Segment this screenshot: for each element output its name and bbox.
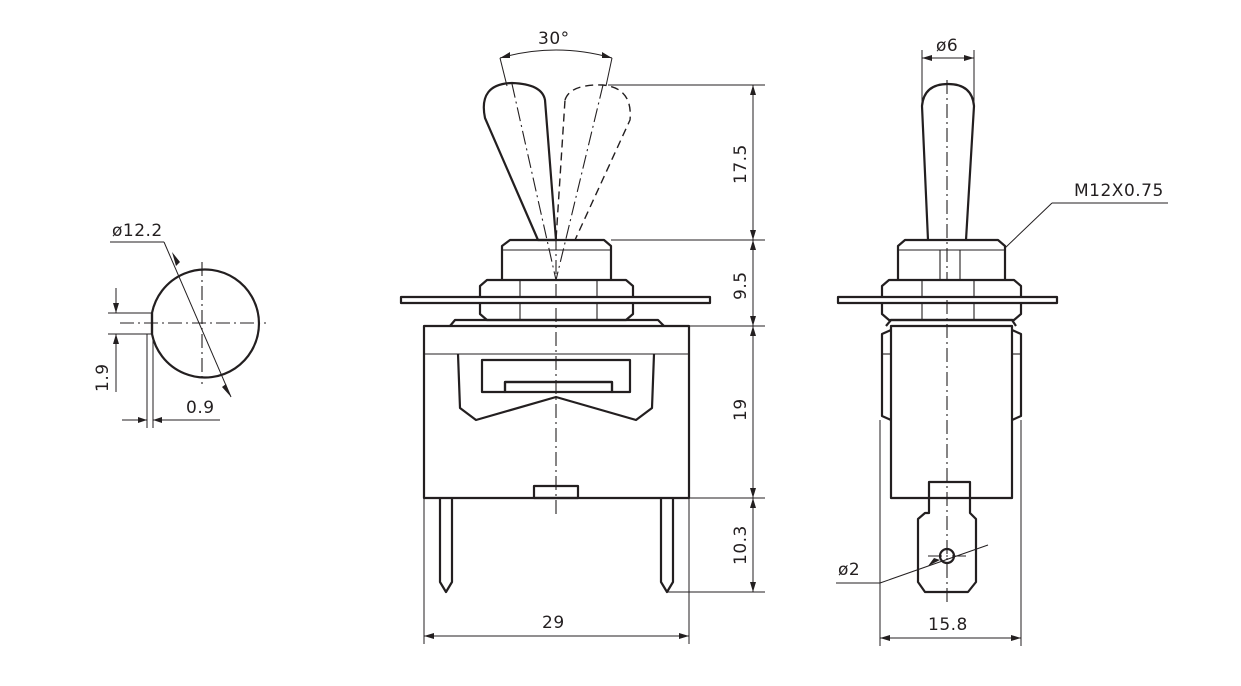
label-dia-12-2: ø12.2 [112, 221, 163, 241]
terminal-right [659, 498, 675, 594]
lever-dashed [555, 84, 631, 241]
arr-29-a [424, 633, 434, 639]
label-10-3: 10.3 [731, 525, 751, 565]
arr-15-8-b [1011, 635, 1021, 641]
lever-axis-1 [511, 83, 557, 281]
side-hex-faces [898, 249, 1005, 280]
arr-15-8-a [880, 635, 890, 641]
dia-arrow-2 [222, 384, 231, 397]
lock-nut-faces [519, 280, 598, 297]
arr-dia2 [928, 558, 940, 566]
side-body [889, 324, 1014, 500]
terminal-left [438, 498, 454, 594]
lever-axis-2 [555, 84, 604, 281]
label-dia-6: ø6 [936, 36, 958, 56]
arr-f [750, 488, 756, 498]
angle-arr-2 [602, 52, 612, 58]
side-terminal [916, 480, 978, 594]
clip-left [880, 328, 892, 422]
label-0-9: 0.9 [186, 398, 215, 418]
side-view: ø6 M12X0.75 ø2 [836, 36, 1168, 646]
side-lower-nut [880, 303, 1023, 322]
arr-h [750, 582, 756, 592]
arr-29-b [679, 633, 689, 639]
thread-leader [1004, 202, 1053, 249]
dia-arrow-1 [172, 252, 180, 266]
arr-a [750, 85, 756, 95]
arr-e [750, 326, 756, 336]
label-thread: M12X0.75 [1074, 181, 1164, 201]
side-lever [920, 82, 976, 241]
lever-solid [482, 81, 558, 242]
label-1-9: 1.9 [93, 363, 113, 392]
top-view-outline [150, 268, 261, 379]
body-window [456, 353, 656, 422]
label-30: 30° [538, 29, 570, 49]
angle-arr-1 [500, 52, 510, 58]
side-body-top [885, 318, 1017, 327]
dia2-leader [879, 544, 989, 584]
lower-nut-faces [519, 303, 598, 320]
arr-b [750, 230, 756, 240]
angle-ext-1 [499, 57, 508, 87]
arr-c [750, 240, 756, 250]
label-29: 29 [542, 613, 565, 633]
arr-0-9-a [138, 417, 147, 423]
front-view: 30° [399, 29, 765, 644]
side-lock-faces [921, 280, 975, 297]
side-lower-faces [921, 303, 975, 320]
side-lock-nut [880, 278, 1023, 297]
label-19: 19 [731, 398, 751, 421]
arr-0-9-b [153, 417, 162, 423]
label-15-8: 15.8 [928, 615, 968, 635]
arr-d [750, 316, 756, 326]
arr-g [750, 498, 756, 508]
label-17-5: 17.5 [731, 144, 751, 184]
angle-arc [499, 49, 613, 59]
arr-1-9-a [113, 303, 119, 313]
label-9-5: 9.5 [731, 271, 751, 300]
label-dia-2: ø2 [838, 560, 860, 580]
top-view: ø12.2 1.9 0.9 [93, 221, 266, 428]
side-hex-nut [896, 238, 1007, 280]
hex-nut-top [500, 238, 613, 280]
arr-6-b [964, 55, 974, 61]
dia-line [163, 241, 232, 398]
arr-1-9-b [113, 334, 119, 344]
angle-ext-2 [605, 57, 613, 87]
arr-6-a [922, 55, 932, 61]
clip-right [1011, 328, 1023, 422]
rocker-bar [503, 380, 614, 394]
